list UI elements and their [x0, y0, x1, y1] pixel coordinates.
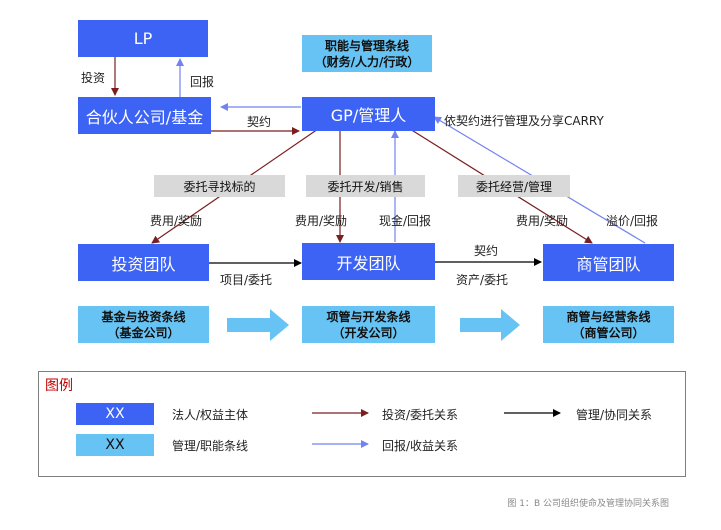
pm-dev-line-box: 项管与开发条线 （开发公司）: [302, 306, 435, 343]
lp-node: LP: [78, 20, 208, 57]
commerce-ops-line-title: 商管与经营条线: [566, 309, 651, 324]
fund-invest-line-title: 基金与投资条线: [101, 309, 186, 324]
label-project-delegate: 项目/委托: [220, 273, 273, 287]
legend-dark-swatch: XX: [76, 403, 154, 425]
label-premium-return: 溢价/回报: [606, 214, 659, 228]
legend-light-desc: 管理/职能条线: [172, 439, 249, 453]
legend-return-desc: 回报/收益关系: [382, 439, 459, 453]
commerce-ops-line-sub: （商管公司）: [572, 325, 645, 340]
functional-line-box: 职能与管理条线 （财务/人力/行政）: [302, 35, 432, 72]
legend-title: 图例: [45, 378, 73, 394]
legend-dark-desc: 法人/权益主体: [172, 408, 249, 422]
gp-node: GP/管理人: [302, 97, 435, 131]
label-return-lp: 回报: [190, 75, 215, 89]
delegation-find-target: 委托寻找标的: [154, 175, 285, 197]
legend-panel: 图例: [38, 371, 686, 477]
legend-invest-desc: 投资/委托关系: [382, 408, 459, 422]
label-contract-2: 契约: [474, 244, 499, 258]
label-fee-bonus-1: 费用/奖励: [150, 214, 203, 228]
fat-arrow-2: [460, 309, 520, 341]
legend-light-swatch: XX: [76, 434, 154, 456]
commerce-team-node: 商管团队: [543, 244, 674, 281]
label-contract-gp: 契约: [247, 115, 272, 129]
partner-fund-node: 合伙人公司/基金: [78, 97, 211, 134]
label-invest: 投资: [81, 71, 106, 85]
figure-caption: 图 1：B 公司组织使命及管理协同关系图: [507, 499, 669, 509]
legend-manage-desc: 管理/协同关系: [576, 408, 653, 422]
label-fee-bonus-3: 费用/奖励: [516, 214, 569, 228]
dev-team-node: 开发团队: [302, 243, 435, 280]
label-fee-bonus-2: 费用/奖励: [295, 214, 348, 228]
pm-dev-line-title: 项管与开发条线: [326, 309, 411, 324]
delegation-dev-sales: 委托开发/销售: [306, 175, 425, 197]
functional-line-title: 职能与管理条线: [324, 38, 409, 53]
fat-arrow-1: [227, 309, 289, 341]
delegation-ops-mgmt: 委托经营/管理: [458, 175, 570, 197]
label-carry-note: 依契约进行管理及分享CARRY: [444, 114, 604, 128]
label-cash-return: 现金/回报: [379, 214, 432, 228]
invest-team-node: 投资团队: [78, 244, 209, 281]
fund-invest-line-box: 基金与投资条线 （基金公司）: [78, 306, 209, 343]
fund-invest-line-sub: （基金公司）: [107, 325, 180, 340]
functional-line-sub: （财务/人力/行政）: [314, 54, 420, 69]
commerce-ops-line-box: 商管与经营条线 （商管公司）: [543, 306, 674, 343]
label-asset-delegate: 资产/委托: [456, 273, 509, 287]
pm-dev-line-sub: （开发公司）: [332, 325, 405, 340]
